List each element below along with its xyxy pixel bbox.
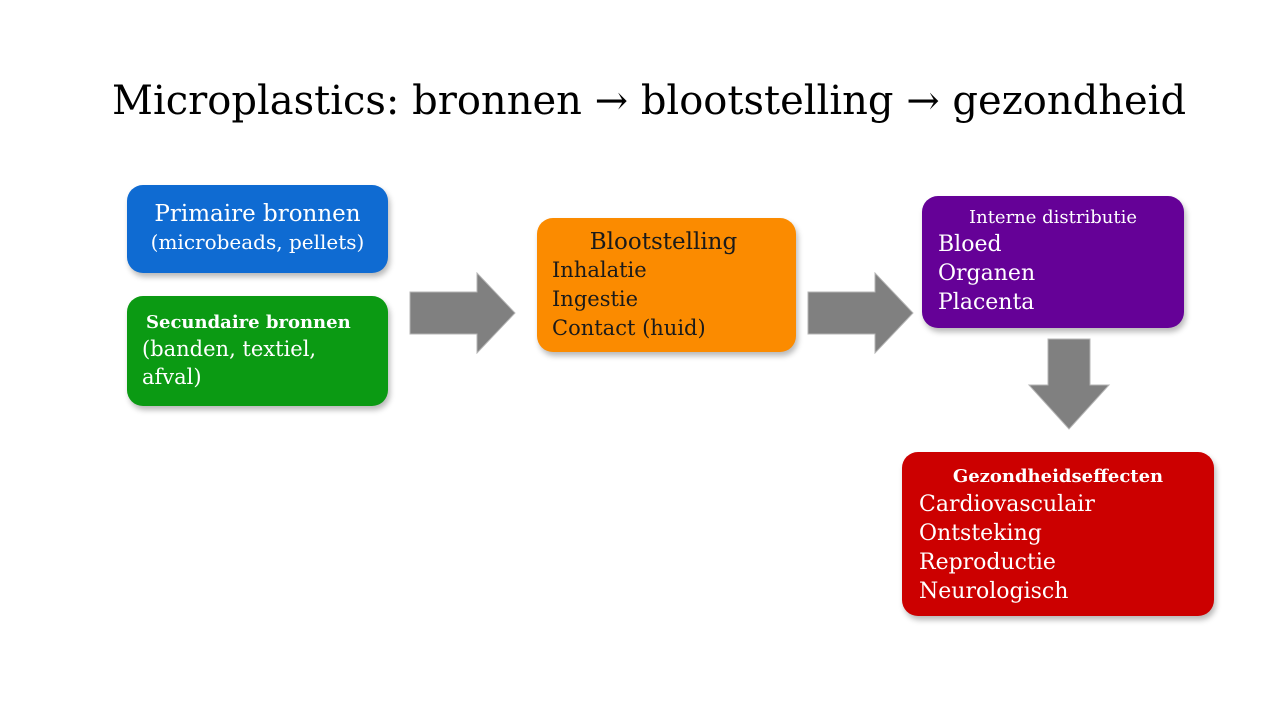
internal-distribution-item: Placenta (938, 290, 1035, 315)
primary-sources-line: (microbeads, pellets) (150, 230, 365, 254)
secondary-sources-box: Secundaire bronnen (banden, textiel, afv… (127, 296, 388, 406)
health-effect-item: Ontsteking (919, 521, 1042, 546)
exposure-heading: Blootstelling (589, 229, 738, 255)
exposure-route: Ingestie (552, 287, 639, 311)
slide-title: Microplastics: bronnen → blootstelling →… (112, 78, 1187, 124)
secondary-sources-heading: Secundaire bronnen (146, 312, 351, 333)
health-effects-heading: Gezondheidseffecten (952, 466, 1164, 487)
exposure-box: Blootstelling Inhalatie Ingestie Contact… (537, 218, 796, 352)
health-effects-box: Gezondheidseffecten Cardiovasculair Onts… (902, 452, 1214, 616)
right-arrow-icon (807, 272, 914, 354)
internal-distribution-heading: Interne distributie (968, 207, 1138, 228)
exposure-route: Inhalatie (552, 258, 647, 282)
down-arrow-icon (1027, 338, 1111, 430)
secondary-sources-line: (banden, textiel, (142, 337, 317, 361)
right-arrow-icon (409, 272, 516, 354)
exposure-route: Contact (huid) (552, 316, 706, 340)
primary-sources-heading: Primaire bronnen (154, 201, 361, 227)
secondary-sources-line: afval) (142, 365, 202, 389)
internal-distribution-box: Interne distributie Bloed Organen Placen… (922, 196, 1184, 328)
health-effect-item: Neurologisch (919, 579, 1069, 604)
internal-distribution-item: Organen (938, 261, 1036, 286)
health-effect-item: Cardiovasculair (919, 492, 1095, 517)
primary-sources-box: Primaire bronnen (microbeads, pellets) (127, 185, 388, 273)
health-effect-item: Reproductie (919, 550, 1056, 575)
internal-distribution-item: Bloed (938, 232, 1002, 257)
